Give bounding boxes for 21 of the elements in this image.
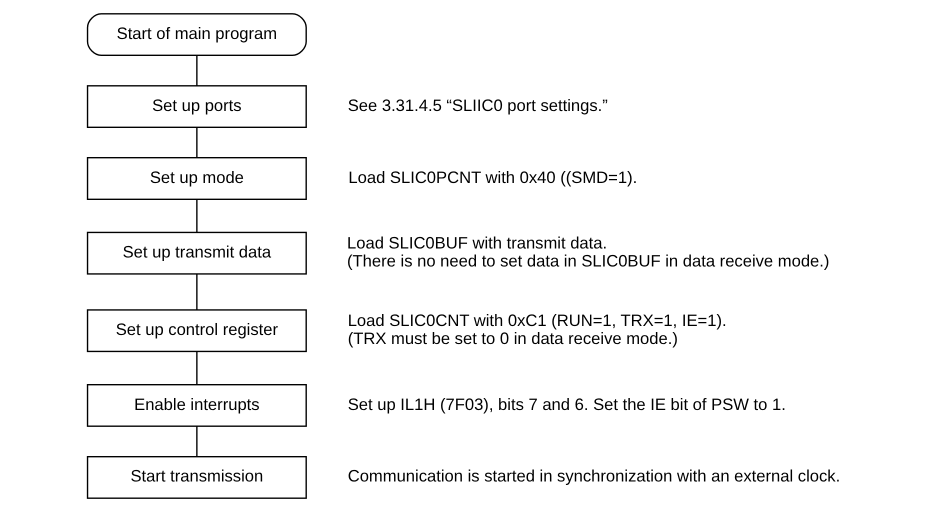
connector bbox=[196, 56, 198, 86]
node-box: Set up mode bbox=[86, 157, 307, 200]
node-box: Start of main program bbox=[86, 13, 307, 56]
connector bbox=[196, 352, 198, 384]
node-label: Set up IL1H (7F03), bits 7 and 6. Set the IE bit of PSW to 1. bbox=[348, 394, 786, 414]
node-box: Set up control register bbox=[86, 309, 307, 352]
node-label: Load SLIC0PCNT with 0x40 ((SMD=1). bbox=[348, 168, 638, 187]
node-label: Communication is started in synchronization with an external clock. bbox=[348, 466, 840, 486]
node-label: Load SLIC0BUF with transmit data. bbox=[347, 234, 608, 253]
node-box: Enable interrupts bbox=[86, 384, 307, 427]
connector bbox=[196, 128, 198, 158]
node-box: Set up transmit data bbox=[86, 232, 307, 275]
node-label: Load SLIC0CNT with 0xC1 (RUN=1, TRX=1, IE=1). bbox=[348, 311, 727, 330]
node-label: See 3.31.4.5 “SLIIC0 port settings.” bbox=[348, 96, 608, 115]
connector bbox=[196, 274, 198, 310]
connector bbox=[196, 426, 198, 457]
node-label: (There is no need to set data in SLIC0BUF in data receive mode.) bbox=[347, 252, 830, 271]
node-label: (TRX must be set to 0 in data receive mode.) bbox=[348, 329, 678, 348]
connector bbox=[196, 200, 198, 232]
node-box: Start transmission bbox=[86, 456, 307, 499]
node-box: Set up ports bbox=[86, 85, 307, 128]
